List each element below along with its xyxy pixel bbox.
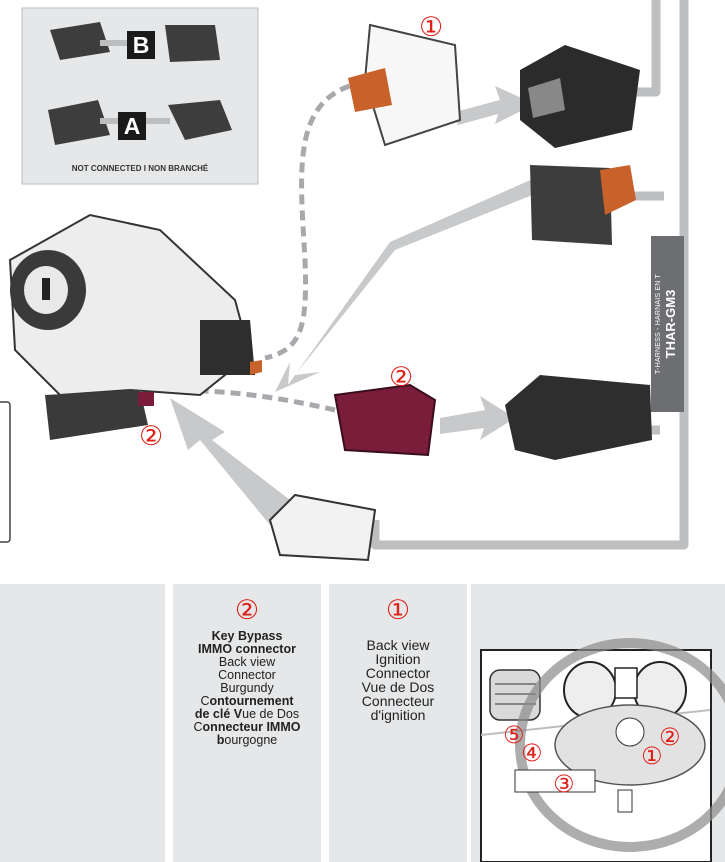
dashboard-illustration bbox=[480, 638, 725, 862]
arrow-immo bbox=[440, 396, 515, 440]
ignition-line1: Back view bbox=[366, 637, 430, 653]
dash-marker-5: ⑤ bbox=[503, 721, 525, 749]
connection-arrows bbox=[170, 86, 540, 525]
key-bypass-line4: Connector bbox=[218, 668, 276, 682]
key-bypass-line9: bourgogne bbox=[216, 733, 278, 747]
marker-lock-immo: ② bbox=[139, 421, 164, 452]
side-label: T-HARNESS - HARNAIS EN T THAR-GM3 bbox=[655, 274, 679, 374]
key-bypass-line2: IMMO connector bbox=[198, 642, 296, 656]
dash-marker-2: ② bbox=[659, 723, 681, 751]
panel-ignition: ① Back view Ignition Connector Vue de Do… bbox=[329, 597, 467, 722]
ignition-line3: Connector bbox=[365, 665, 431, 681]
panel-key-bypass: ② Key Bypass IMMO connector Back view Co… bbox=[173, 597, 321, 747]
side-label-main: THAR-GM3 bbox=[663, 289, 679, 359]
marker-immo: ② bbox=[389, 362, 414, 393]
immo-harness-connector bbox=[505, 375, 652, 460]
panel-key-bypass-number: ② bbox=[234, 595, 260, 626]
legend-letter-b: B bbox=[127, 31, 155, 59]
key-bypass-line3: Back view bbox=[218, 655, 276, 669]
left-bracket bbox=[0, 401, 11, 543]
key-bypass-line8: Connecteur IMMO bbox=[193, 720, 301, 734]
side-label-bg bbox=[651, 236, 684, 412]
key-bypass-line1: Key Bypass bbox=[211, 629, 283, 643]
panel-empty bbox=[0, 584, 165, 862]
legend-connector-b bbox=[50, 22, 220, 62]
harness-connector-upper bbox=[530, 165, 636, 245]
ignition-connector-white bbox=[348, 23, 462, 147]
dash-marker-1: ① bbox=[641, 742, 663, 770]
panel-ignition-bg bbox=[329, 584, 467, 862]
immo-connector-burgundy bbox=[333, 383, 437, 457]
arrow-return-lower bbox=[170, 398, 290, 525]
ignition-line4: Vue de Dos bbox=[361, 679, 435, 695]
lower-white-connector bbox=[268, 493, 377, 562]
ignition-line6: d'ignition bbox=[370, 707, 426, 723]
ignition-line5: Connecteur bbox=[361, 693, 435, 709]
legend-connector-a bbox=[48, 100, 232, 145]
ignition-connector-black bbox=[520, 45, 640, 148]
arrow-return-upper bbox=[275, 178, 540, 392]
key-bypass-line5: Burgundy bbox=[220, 681, 274, 695]
legend-letter-a: A bbox=[118, 112, 146, 140]
side-label-sub: T-HARNESS - HARNAIS EN T bbox=[655, 274, 663, 374]
panel-ignition-number: ① bbox=[385, 595, 411, 626]
marker-ignition: ① bbox=[419, 12, 444, 43]
key-bypass-line6: Contournement bbox=[200, 694, 294, 708]
arrow-ignition bbox=[455, 86, 535, 125]
key-bypass-line7: de clé Vue de Dos bbox=[194, 707, 300, 721]
ignition-line2: Ignition bbox=[375, 651, 421, 667]
ignition-lock-cylinder bbox=[8, 213, 262, 440]
panel-key-bypass-bg bbox=[173, 584, 321, 862]
legend-caption: NOT CONNECTED I NON BRANCHÉ bbox=[71, 164, 209, 173]
dash-marker-4: ④ bbox=[521, 739, 543, 767]
dash-marker-3: ③ bbox=[553, 770, 575, 798]
